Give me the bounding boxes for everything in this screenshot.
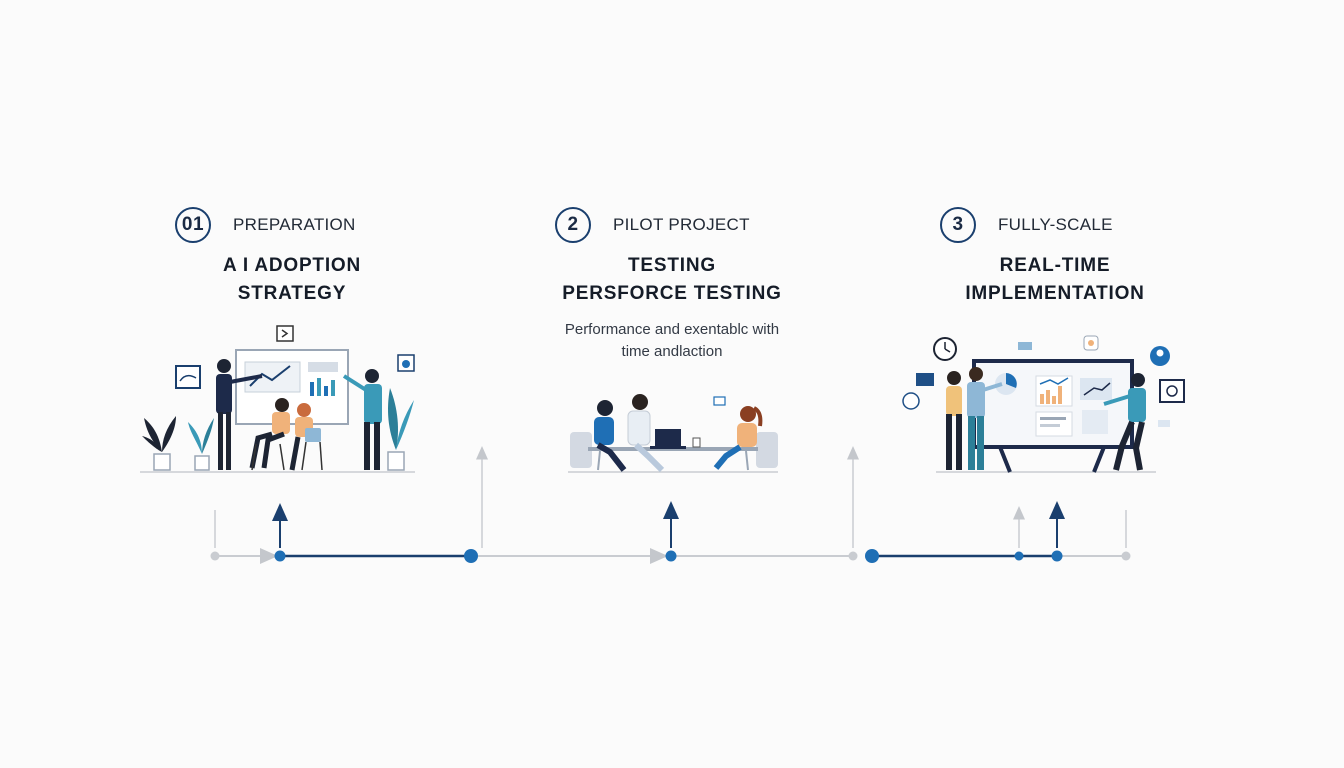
chairs [251,428,323,471]
settings-icon [902,392,920,410]
scene-pilot-team [568,394,778,473]
step-3-number-badge: 3 [940,207,976,243]
mail-icon [1018,342,1032,350]
laptop-icon [655,429,681,446]
step-1-title-line1: A I ADOPTION [222,255,362,276]
terminal-icon [276,325,294,342]
plant-icon [142,416,176,471]
timeline-node [274,550,286,562]
inbox-icon [916,373,934,386]
chair [570,432,592,468]
cup-icon [692,437,701,448]
step-1-title-line2: STRATEGY [237,283,347,304]
timeline-node [464,549,478,563]
timeline [210,446,1131,564]
timeline-node [1051,550,1063,562]
message-icon [713,396,726,406]
team-person-middle [967,367,1003,470]
timeline-node [1121,551,1131,561]
chair [756,432,778,468]
timeline-node [665,550,677,562]
timeline-node [865,549,879,563]
step-3-label: FULLY-SCALE [998,215,1113,234]
step-2-header: 2 PILOT PROJECT [555,207,750,243]
team-person-1 [594,400,627,472]
scene-strategy-meeting [140,325,415,473]
presenter-person [216,359,263,470]
team-person-2 [627,394,665,473]
step-3-title-line2: IMPLEMENTATION [965,283,1145,304]
step-1-label: PREPARATION [233,215,356,234]
step-2-description-line2: time andlaction [621,343,723,360]
step-2-number-badge: 2 [555,207,591,243]
gauge-icon [1159,379,1185,403]
plant-icon [188,418,214,471]
step-2-description: Performance and exentablc with time andl… [522,319,822,363]
step-2-title-line2: PERSFORCE TESTING [562,283,782,304]
timeline-node [848,551,858,561]
monitor-icon [175,365,201,389]
timeline-node [1014,551,1024,561]
step-2-label: PILOT PROJECT [613,215,750,234]
step-3-header: 3 FULLY-SCALE [940,207,1113,243]
step-1-title: A I ADOPTION STRATEGY [132,252,452,308]
team-person-left [946,371,962,470]
team-person-right [1103,373,1146,471]
step-1-number-badge: 01 [175,207,211,243]
step-3-title: REAL-TIME IMPLEMENTATION [895,252,1215,308]
step-2-title-line1: TESTING [628,255,716,276]
step-3-title-line1: REAL-TIME [999,255,1111,276]
team-person-3 [713,406,763,470]
step-2-title: TESTING PERSFORCE TESTING [512,252,832,308]
plant-icon [387,388,414,471]
step-1-header: 01 PREPARATION [175,207,356,243]
scene-implementation [902,335,1185,473]
step-2-description-line1: Performance and exentablc with [564,321,780,338]
presenter-person-right [342,369,382,470]
timeline-node [210,551,220,561]
